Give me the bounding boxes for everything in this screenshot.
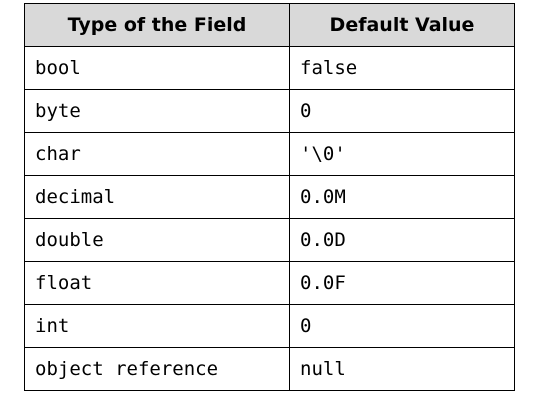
cell-type: object reference [24, 347, 290, 391]
default-values-table: Type of the Field Default Value bool fal… [24, 3, 515, 391]
table-row: double 0.0D [24, 218, 515, 262]
cell-default: 0.0M [289, 175, 515, 219]
cell-default: null [289, 347, 515, 391]
cell-default: 0.0F [289, 261, 515, 305]
header-default-value: Default Value [289, 3, 515, 47]
table-row: char '\0' [24, 132, 515, 176]
cell-type: char [24, 132, 290, 176]
cell-type: bool [24, 46, 290, 90]
cell-type: float [24, 261, 290, 305]
cell-default: 0.0D [289, 218, 515, 262]
table-row: int 0 [24, 304, 515, 348]
cell-type: int [24, 304, 290, 348]
table-row: byte 0 [24, 89, 515, 133]
header-type: Type of the Field [24, 3, 290, 47]
cell-default: 0 [289, 304, 515, 348]
table-row: object reference null [24, 347, 515, 391]
table-row: decimal 0.0M [24, 175, 515, 219]
table-row: bool false [24, 46, 515, 90]
cell-type: double [24, 218, 290, 262]
cell-default: false [289, 46, 515, 90]
cell-type: decimal [24, 175, 290, 219]
header-row: Type of the Field Default Value [24, 3, 515, 47]
cell-default: '\0' [289, 132, 515, 176]
table-row: float 0.0F [24, 261, 515, 305]
cell-type: byte [24, 89, 290, 133]
cell-default: 0 [289, 89, 515, 133]
